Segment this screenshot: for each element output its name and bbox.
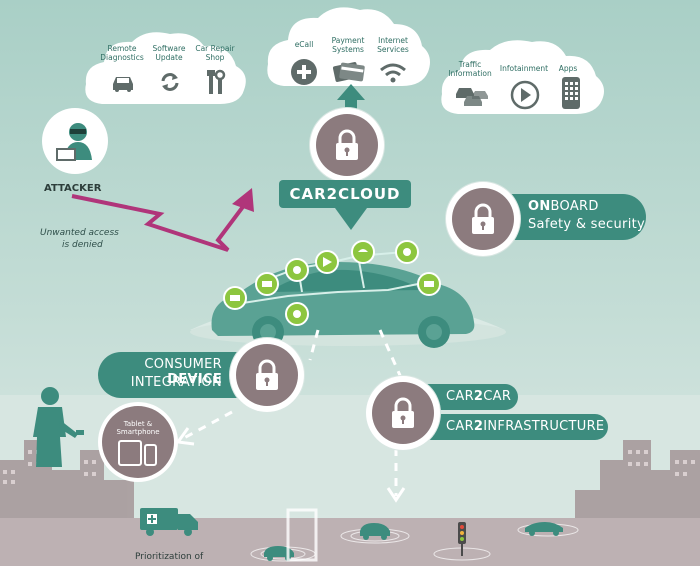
cloud-label-traffic-information: Traffic Information	[448, 60, 492, 78]
car2infra-two: 2	[473, 419, 484, 434]
tablet-label-line1: Tablet &	[123, 420, 153, 428]
phone-apps-icon	[562, 77, 580, 109]
tablet-smartphone-circle: Tablet & Smartphone	[102, 406, 174, 478]
play-icon	[510, 80, 540, 110]
prioritization-label: Prioritization of	[135, 552, 204, 562]
onboard-label-rest: BOARD	[550, 199, 599, 214]
tools-icon	[207, 69, 226, 94]
onboard-label-bold: ON	[528, 199, 551, 214]
medical-cross-icon	[291, 59, 317, 85]
onboard-lock	[446, 182, 520, 256]
cloud-label-infotainment: Infotainment	[499, 64, 549, 73]
car2cloud-label: CAR2CLOUD	[279, 180, 411, 208]
cloud-label-remote-diagnostics: Remote Diagnostics	[100, 44, 144, 62]
attack-arrow	[71, 188, 254, 252]
car2infra-part1: CAR	[446, 419, 474, 434]
refresh-icon	[161, 73, 179, 91]
tablet-label-line2: Smartphone	[116, 428, 160, 436]
tablet-phone-icon	[118, 440, 157, 466]
cloud-label-car-repair-shop: Car Repair Shop	[195, 44, 235, 62]
wifi-icon	[380, 63, 406, 83]
cloud-label-software-update: Software Update	[152, 44, 186, 62]
car2infrastructure-label: CAR2INFRASTRUCTURE	[416, 414, 608, 440]
hacker-icon	[45, 111, 105, 171]
cloud-label-internet-services: Internet Services	[377, 36, 409, 54]
car2car-part1: CAR	[446, 389, 474, 404]
unwanted-access-note-line1: Unwanted access	[40, 228, 119, 238]
lock-icon	[256, 359, 278, 390]
lock-icon	[472, 203, 494, 234]
lock-icon	[336, 129, 358, 160]
car2car-lock	[366, 376, 440, 450]
attacker-label: ATTACKER	[44, 183, 102, 194]
cloud-label-payment-systems: Payment Systems	[331, 36, 365, 54]
credit-card-icon	[332, 62, 365, 82]
attacker-avatar	[42, 108, 108, 174]
onboard-subtitle: Safety & security	[528, 217, 645, 232]
consumer-label-part1: CONSUMER	[144, 357, 222, 372]
consumer-label-bold: DEVICE	[167, 372, 222, 387]
unwanted-access-note-line2: is denied	[62, 240, 103, 250]
car2car-two: 2	[473, 389, 484, 404]
onboard-label: ONBOARD Safety & security	[498, 194, 646, 240]
consumer-label-line2: INTEGRATION	[130, 375, 222, 390]
car-icon	[113, 77, 133, 92]
traffic-cars-icon	[456, 88, 488, 106]
cloud-infotainment-services: Traffic Information Infotainment Apps	[436, 36, 608, 118]
cloud-label-ecall: eCall	[294, 40, 314, 49]
cloud-connected-services: eCall Payment Systems Internet Services	[262, 4, 434, 90]
cloud-remote-services: Remote Diagnostics Software Update Car R…	[80, 28, 250, 108]
car2cloud-lock	[310, 108, 384, 182]
car2car-part2: CAR	[483, 389, 512, 404]
cloud-label-apps: Apps	[558, 64, 578, 73]
consumer-device-label: CONSUMER DEVICE INTEGRATION	[98, 352, 250, 398]
consumer-device-lock	[230, 338, 304, 412]
car2infra-part2: INFRASTRUCTURE	[483, 419, 605, 434]
car-sensor-nodes	[223, 240, 441, 326]
lock-icon	[392, 397, 414, 428]
